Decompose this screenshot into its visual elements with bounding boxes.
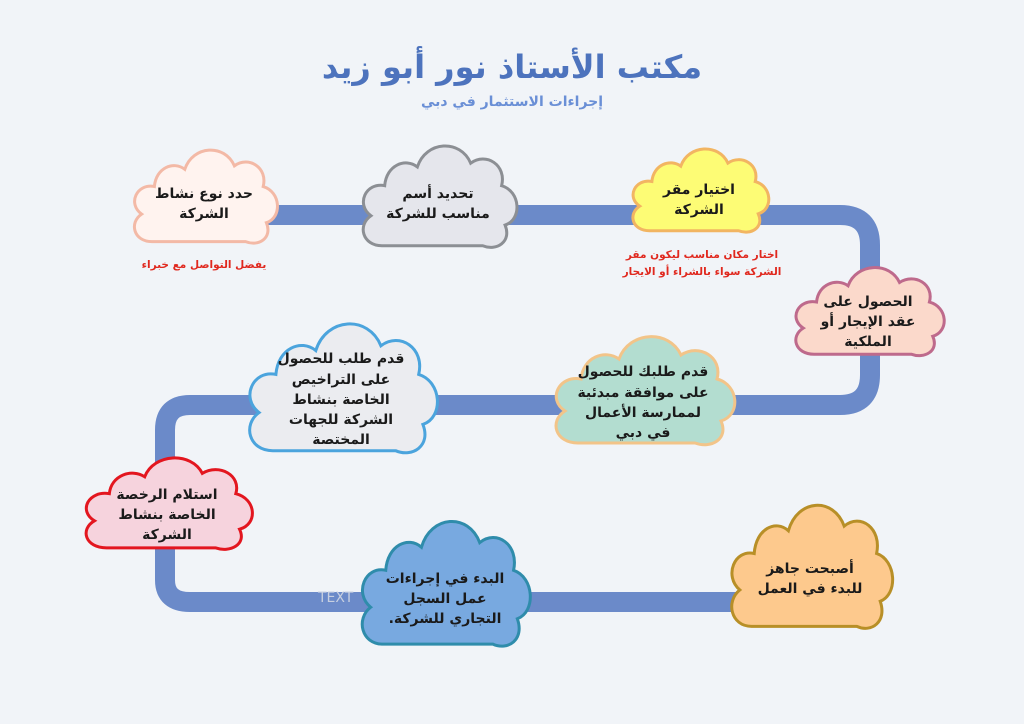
step-cloud-ready: أصبحت جاهز للبدء في العمل [720,492,900,640]
step-label: البدء في إجراءات عمل السجل التجاري للشرك… [385,570,505,628]
step-label: أصبحت جاهز للبدء في العمل [757,560,863,597]
step-cloud-initial-approval: قدم طلبك للحصول على موافقة مبدئية لممارس… [543,325,743,455]
step-cloud-name: تحديد أسم مناسب للشركة [352,135,524,257]
location-note: اختار مكان مناسب ليكون مقر الشركة سواء ب… [622,249,782,278]
cloud-shape [124,140,284,252]
page-subtitle: إجراءات الاستثمار في دبي [420,94,604,110]
cloud-shape [543,325,743,455]
step-label: قدم طلب للحصول على التراخيص الخاصة بنشاط… [277,351,405,449]
step-label: تحديد أسم مناسب للشركة [386,185,490,222]
activity-note: يفضل التواصل مع خبراء [141,259,267,271]
cloud-shape [350,508,538,658]
step-cloud-location: اختيار مقر الشركة [623,140,775,240]
step-label: اختيار مقر الشركة [663,181,735,218]
step-cloud-lease: الحصول على عقد الإيجار أو الملكية [785,258,951,364]
step-label: حدد نوع نشاط الشركة [154,185,253,222]
watermark-text: TEXT [318,590,354,606]
step-cloud-activity: حدد نوع نشاط الشركة [124,140,284,252]
step-label: استلام الرخصة الخاصة بنشاط الشركة [116,486,218,544]
page-title: مكتب الأستاذ نور أبو زيد [321,48,703,86]
cloud-shape [236,310,446,465]
step-cloud-licenses: قدم طلب للحصول على التراخيص الخاصة بنشاط… [236,310,446,465]
cloud-shape [720,492,900,640]
cloud-shape [74,448,260,558]
step-label: الحصول على عقد الإيجار أو الملكية [820,293,916,351]
step-label: قدم طلبك للحصول على موافقة مبدئية لممارس… [577,364,709,442]
cloud-shape [623,140,775,240]
cloud-shape [352,135,524,257]
step-cloud-commercial-register: البدء في إجراءات عمل السجل التجاري للشرك… [350,508,538,658]
step-cloud-receive-license: استلام الرخصة الخاصة بنشاط الشركة [74,448,260,558]
cloud-shape [785,258,951,364]
